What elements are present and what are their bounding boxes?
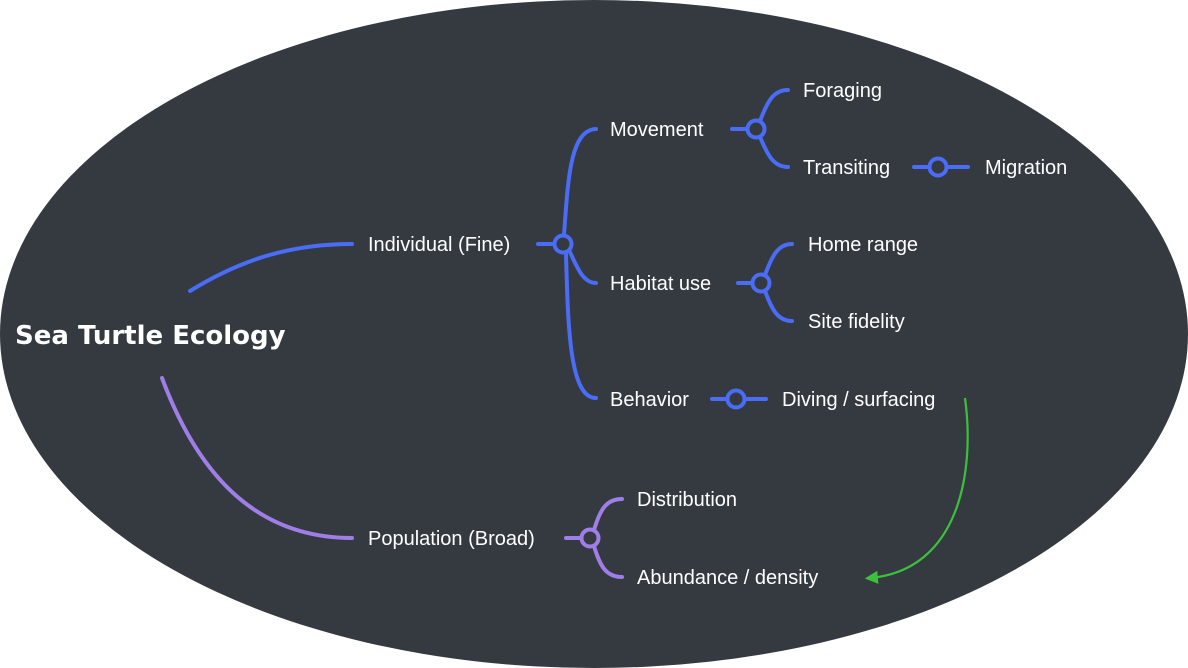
edge-individual-behavior [564,252,598,400]
edge-population-abundance [592,544,624,579]
topic-diving-surfacing[interactable]: Diving / surfacing [782,389,935,411]
topic-home-range[interactable]: Home range [808,234,918,256]
edge-population-distribution [592,497,624,532]
relationship-arrow [864,397,969,584]
topic-distribution[interactable]: Distribution [637,489,737,511]
edge-root-population [160,376,354,540]
edge-movement-foraging [758,88,790,123]
edge-root-individual [188,242,354,293]
topic-site-fidelity[interactable]: Site fidelity [808,311,905,333]
topic-habitat-use[interactable]: Habitat use [610,273,711,295]
root-topic[interactable]: Sea Turtle Ecology [15,321,286,351]
collapse-node-movement[interactable] [745,118,767,140]
edge-habitat-homerange [763,242,794,277]
edge-individual-habitat [568,250,598,285]
topic-behavior[interactable]: Behavior [610,389,689,411]
collapse-node-population[interactable] [579,527,601,549]
collapse-node-habitat[interactable] [750,272,772,294]
collapse-node-transiting[interactable] [927,156,949,178]
collapse-node-individual[interactable] [552,233,574,255]
topic-migration[interactable]: Migration [985,157,1067,179]
topic-movement[interactable]: Movement [610,119,704,141]
topic-individual[interactable]: Individual (Fine) [368,234,510,256]
topic-abundance-density[interactable]: Abundance / density [637,567,818,589]
topic-foraging[interactable]: Foraging [803,80,882,102]
edge-habitat-sitefidelity [763,289,794,323]
topic-population[interactable]: Population (Broad) [368,528,535,550]
edge-individual-movement [562,127,598,237]
collapse-node-behavior[interactable] [725,388,747,410]
topic-transiting[interactable]: Transiting [803,157,890,179]
edge-movement-transiting [758,135,790,169]
